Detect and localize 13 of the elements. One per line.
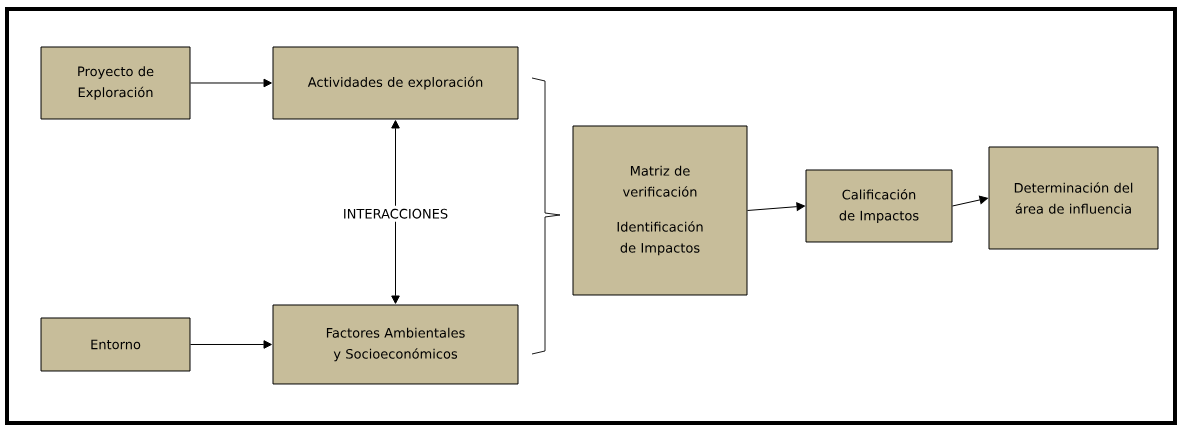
process-box: Actividades de exploración: [272, 46, 519, 120]
arrow: [190, 340, 272, 349]
process-box: Proyecto de Exploración: [40, 46, 191, 120]
arrow: [952, 195, 988, 207]
process-box: Determinación del área de influencia: [988, 146, 1159, 250]
process-box: Entorno: [40, 317, 191, 372]
process-box: Factores Ambientales y Socioeconómicos: [272, 304, 519, 385]
edge-label: INTERACCIONES: [339, 205, 452, 222]
process-box: Calificación de Impactos: [805, 169, 953, 243]
arrow: [391, 120, 400, 304]
arrow: [190, 78, 272, 88]
arrow: [747, 202, 805, 211]
process-box: Matriz de verificación Identificación de Impactos: [572, 125, 748, 296]
